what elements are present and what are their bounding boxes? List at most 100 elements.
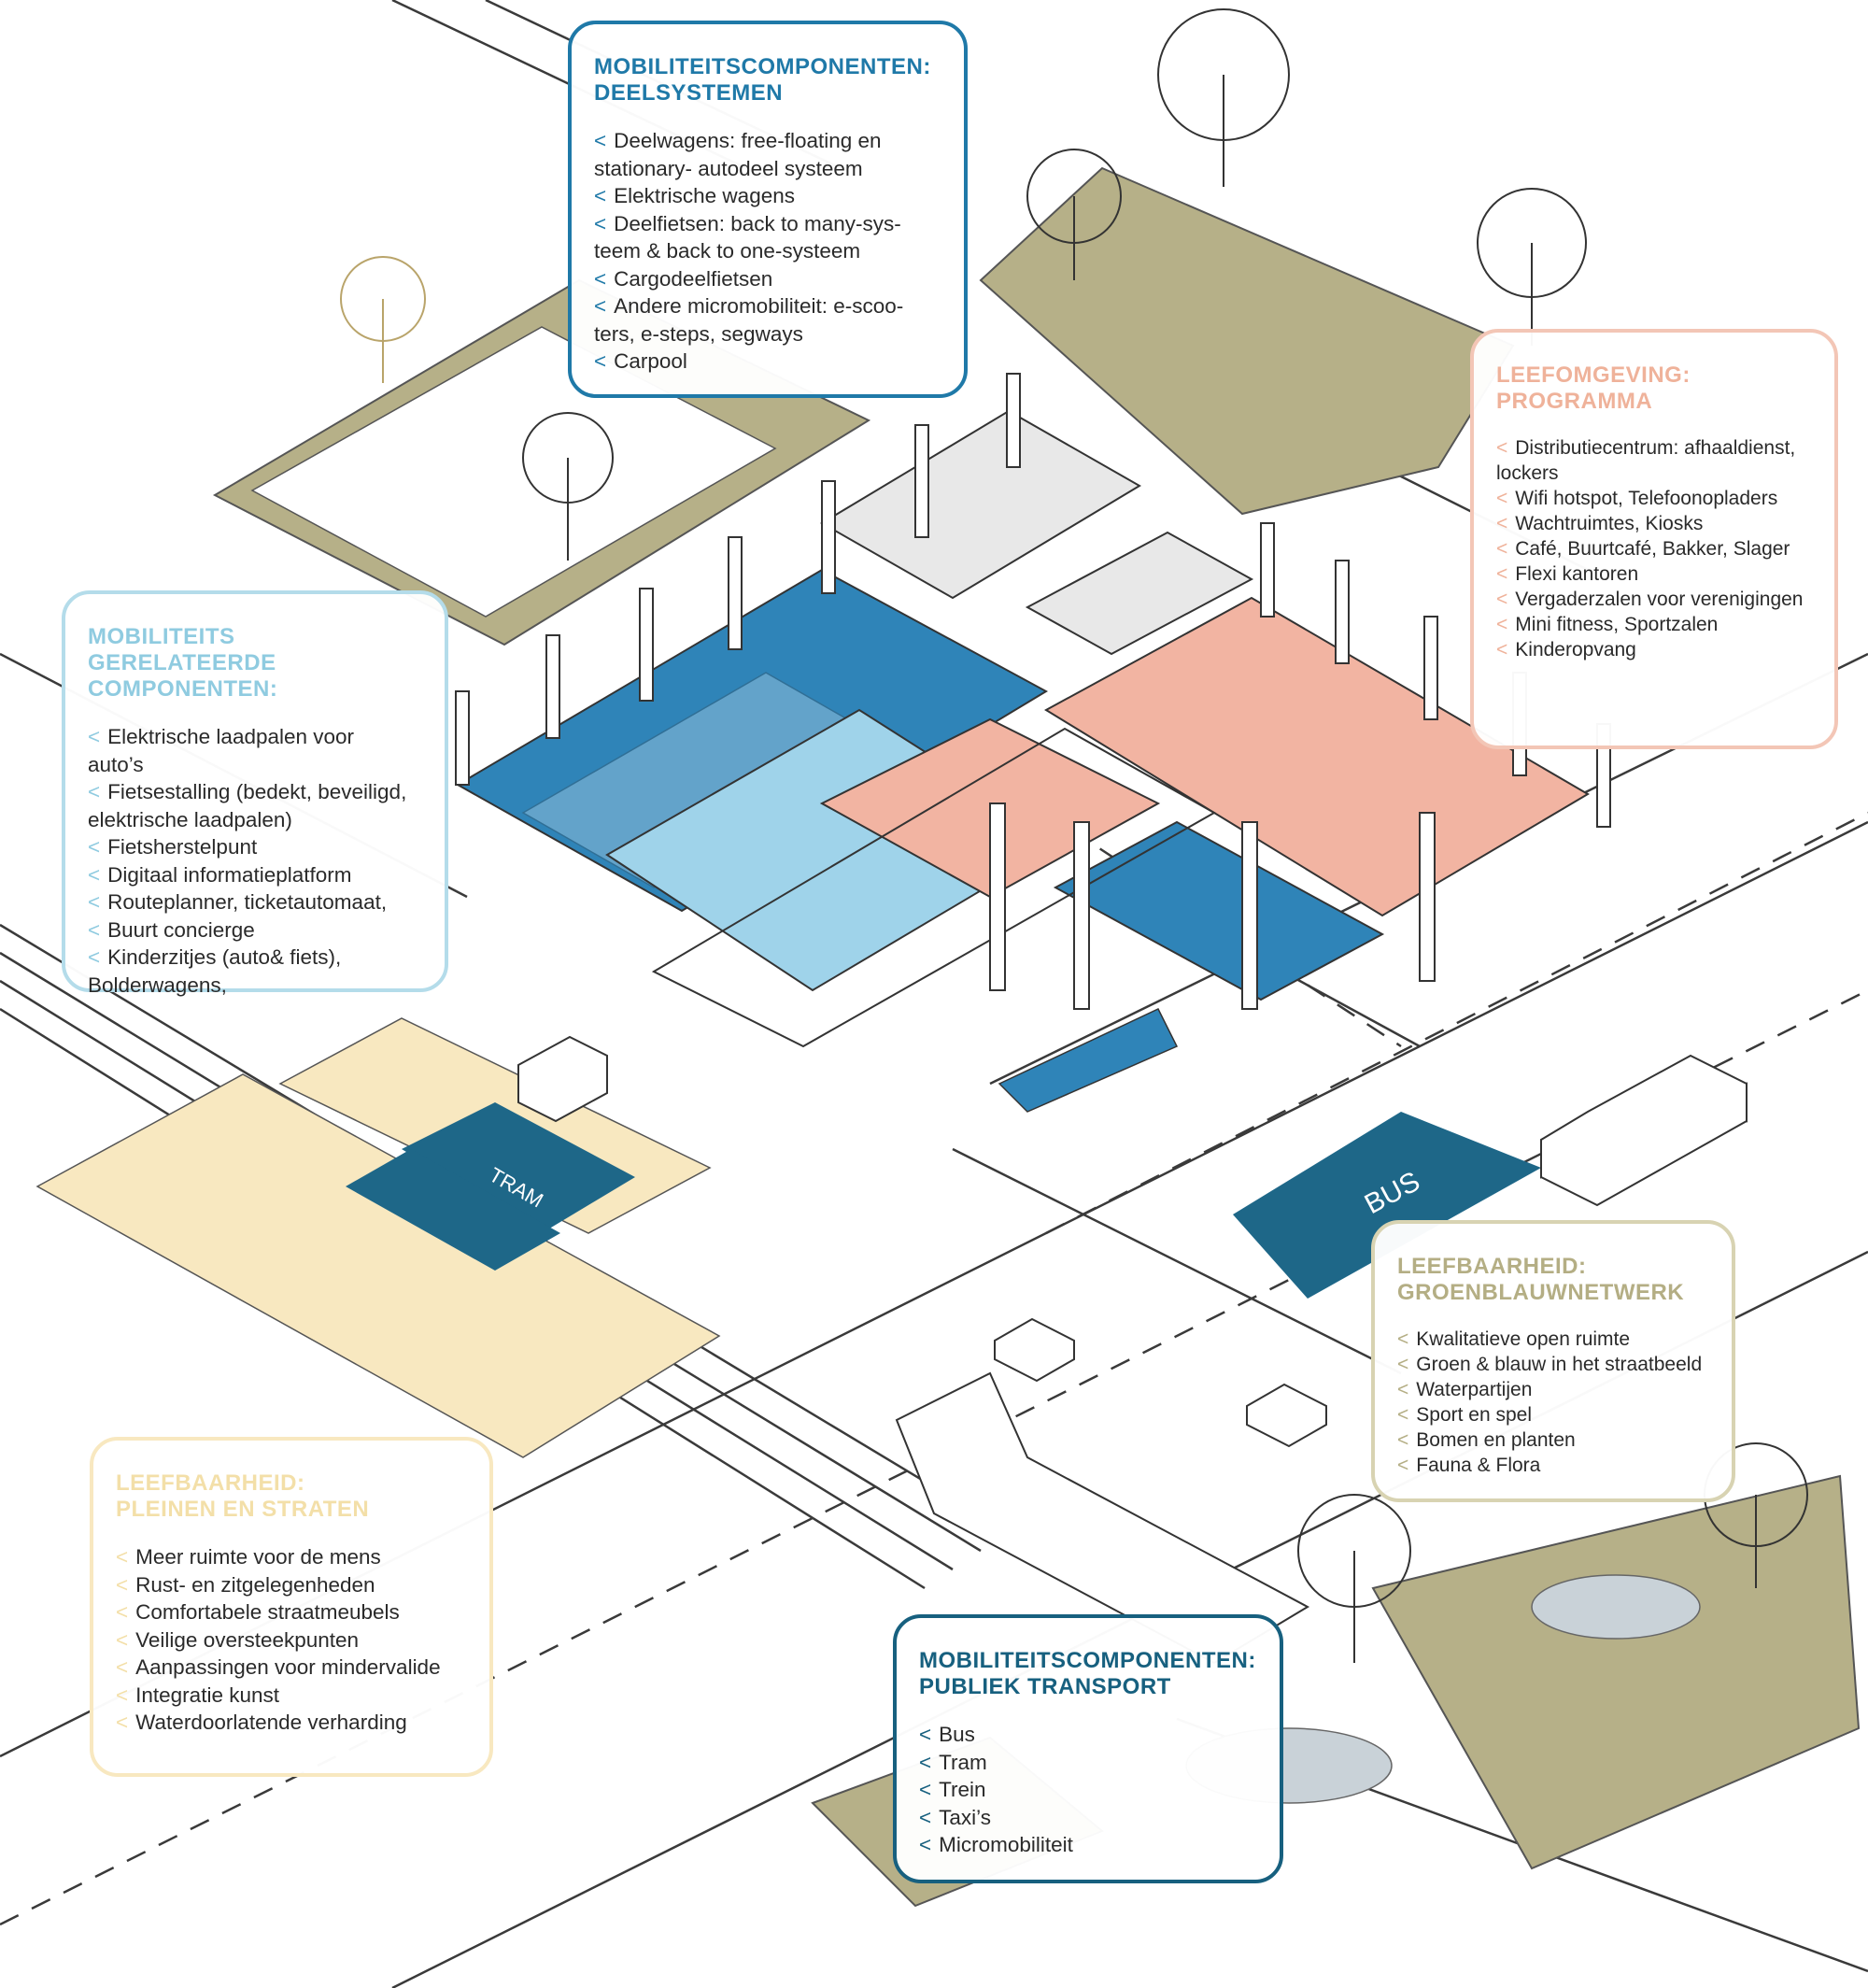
list-item-text: Tram xyxy=(939,1750,987,1774)
list-item: <Bus xyxy=(919,1721,1257,1749)
list-item-text: Aanpassingen voor mindervalide xyxy=(135,1655,441,1679)
bullet-marker: < xyxy=(116,1627,129,1652)
list-item-text: Carpool xyxy=(614,349,687,373)
bullet-marker: < xyxy=(1496,538,1508,560)
list-item-text: ters, e-steps, segways xyxy=(594,321,803,346)
list-item-text: Distributiecentrum: afhaaldienst, xyxy=(1515,437,1796,459)
list-item-text: Waterpartijen xyxy=(1416,1379,1533,1400)
car xyxy=(994,1317,1075,1383)
list-item: < Fietsestalling (bedekt, beveiligd, xyxy=(88,778,422,806)
bullet-marker: < xyxy=(594,294,607,318)
list-item-text: Trein xyxy=(939,1778,986,1801)
list-item-text: elektrische laadpalen) xyxy=(88,807,292,831)
list-item: < Kinderopvang xyxy=(1496,637,1812,662)
list-item: <Aanpassingen voor mindervalide xyxy=(116,1654,467,1682)
list-item: <Sport en spel xyxy=(1397,1402,1709,1427)
bullet-marker: < xyxy=(919,1750,932,1774)
list-item: <Routeplanner, ticketautomaat, xyxy=(88,888,422,916)
list-item: < Wifi hotspot, Telefoonopladers xyxy=(1496,486,1812,511)
title-line: DEELSYSTEMEN xyxy=(594,80,784,106)
bullet-marker: < xyxy=(1397,1354,1409,1375)
list-item: teem & back to one-systeem xyxy=(594,237,941,265)
title-line: MOBILITEITS GERELATEERDE xyxy=(88,624,276,675)
bullet-marker: < xyxy=(1496,589,1508,610)
bullet-marker: < xyxy=(919,1805,932,1829)
bullet-marker: < xyxy=(116,1683,129,1707)
list-item: <Veilige oversteekpunten xyxy=(116,1626,467,1654)
list-item: <Fietsherstelpunt xyxy=(88,833,422,861)
list-item-text: Rust- en zitgelegenheden xyxy=(135,1572,375,1597)
list-item-text: Café, Buurtcafé, Bakker, Slager xyxy=(1515,538,1790,560)
list-item-text: Fauna & Flora xyxy=(1416,1455,1541,1476)
transit-stops: TRAM BUS xyxy=(35,1017,1541,1458)
pleinen-box: LEEFBAARHEID:PLEINEN EN STRATEN <Meer ru… xyxy=(90,1437,493,1777)
list-item-text: auto’s xyxy=(88,752,144,776)
list-item: <Elektrische laadpalen voor xyxy=(88,723,422,751)
list-item-text: Andere micromobiliteit: e-scoo- xyxy=(614,294,904,318)
bullet-marker: < xyxy=(1496,488,1508,509)
list-item-text: Integratie kunst xyxy=(135,1683,279,1707)
bullet-marker: < xyxy=(116,1572,129,1597)
list-item-text: Cargodeelfietsen xyxy=(614,266,773,291)
list-item: <Mini fitness, Sportzalen xyxy=(1496,612,1812,637)
list-item: elektrische laadpalen) xyxy=(88,806,422,834)
list-item-text: Wifi hotspot, Telefoonopladers xyxy=(1515,488,1778,509)
list-item: <Deelwagens: free-floating en xyxy=(594,127,941,155)
title-line: COMPONENTEN: xyxy=(88,676,278,702)
list-item-text: Digitaal informatieplatform xyxy=(107,862,352,887)
deelsystemen-box: MOBILITEITSCOMPONENTEN:DEELSYSTEMEN <Dee… xyxy=(568,21,968,398)
bullet-marker: < xyxy=(1397,1429,1409,1451)
list-item-text: teem & back to one-systeem xyxy=(594,239,861,263)
bullet-marker: < xyxy=(116,1655,129,1679)
list-item: < Vergaderzalen voor verenigingen xyxy=(1496,587,1812,612)
pleinen-title: LEEFBAARHEID:PLEINEN EN STRATEN xyxy=(116,1470,467,1523)
bullet-marker: < xyxy=(1496,437,1508,459)
list-item-text: Groen & blauw in het straatbeeld xyxy=(1416,1354,1703,1375)
bullet-marker: < xyxy=(594,349,607,373)
list-item-text: Taxi’s xyxy=(939,1805,991,1829)
groenblauw-list: <Kwalitatieve open ruimte<Groen & blauw … xyxy=(1397,1327,1709,1478)
list-item: <Comfortabele straatmeubels xyxy=(116,1598,467,1626)
bullet-marker: < xyxy=(88,780,101,803)
programma-title: LEEFOMGEVING:PROGRAMMA xyxy=(1496,362,1812,415)
list-item: <Elektrische wagens xyxy=(594,182,941,210)
list-item: < Café, Buurtcafé, Bakker, Slager xyxy=(1496,536,1812,561)
list-item-text: Sport en spel xyxy=(1416,1404,1533,1426)
bullet-marker: < xyxy=(88,945,101,969)
list-item: <Digitaal informatieplatform xyxy=(88,861,422,889)
bullet-marker: < xyxy=(88,835,101,859)
bullet-marker: < xyxy=(594,184,607,207)
list-item: < Andere micromobiliteit: e-scoo- xyxy=(594,292,941,320)
list-item-text: Kinderopvang xyxy=(1515,639,1636,660)
title-line: MOBILITEITSCOMPONENTEN: xyxy=(919,1648,1256,1673)
list-item-text: Routeplanner, ticketautomaat, xyxy=(107,890,388,914)
list-item: <Cargodeelfietsen xyxy=(594,265,941,293)
bullet-marker: < xyxy=(88,890,101,914)
list-item: ters, e-steps, segways xyxy=(594,320,941,348)
building xyxy=(455,409,1590,1113)
list-item: <Fauna & Flora xyxy=(1397,1453,1709,1478)
vehicles xyxy=(517,1035,1748,1665)
bullet-marker: < xyxy=(88,725,101,748)
publiek-list: <Bus<Tram<Trein<Taxi’s<Micromobiliteit xyxy=(919,1721,1257,1859)
bullet-marker: < xyxy=(1496,614,1508,635)
title-line: LEEFOMGEVING: xyxy=(1496,362,1691,388)
list-item-text: Vergaderzalen voor verenigingen xyxy=(1515,589,1804,610)
list-item: <Micromobiliteit xyxy=(919,1831,1257,1859)
list-item-text: Deelfietsen: back to many-sys- xyxy=(614,211,901,235)
bullet-marker: < xyxy=(919,1723,932,1746)
bullet-marker: < xyxy=(1397,1379,1409,1400)
list-item: <Flexi kantoren xyxy=(1496,561,1812,587)
bullet-marker: < xyxy=(1496,639,1508,660)
list-item-text: stationary- autodeel systeem xyxy=(594,156,863,180)
bullet-marker: < xyxy=(88,862,101,887)
list-item: < Tram xyxy=(919,1749,1257,1777)
list-item-text: Fietsestalling (bedekt, beveiligd, xyxy=(107,780,407,803)
list-item: lockers xyxy=(1496,461,1812,486)
list-item: stationary- autodeel systeem xyxy=(594,155,941,183)
title-line: LEEFBAARHEID: xyxy=(1397,1254,1587,1279)
list-item: <Rust- en zitgelegenheden xyxy=(116,1571,467,1599)
